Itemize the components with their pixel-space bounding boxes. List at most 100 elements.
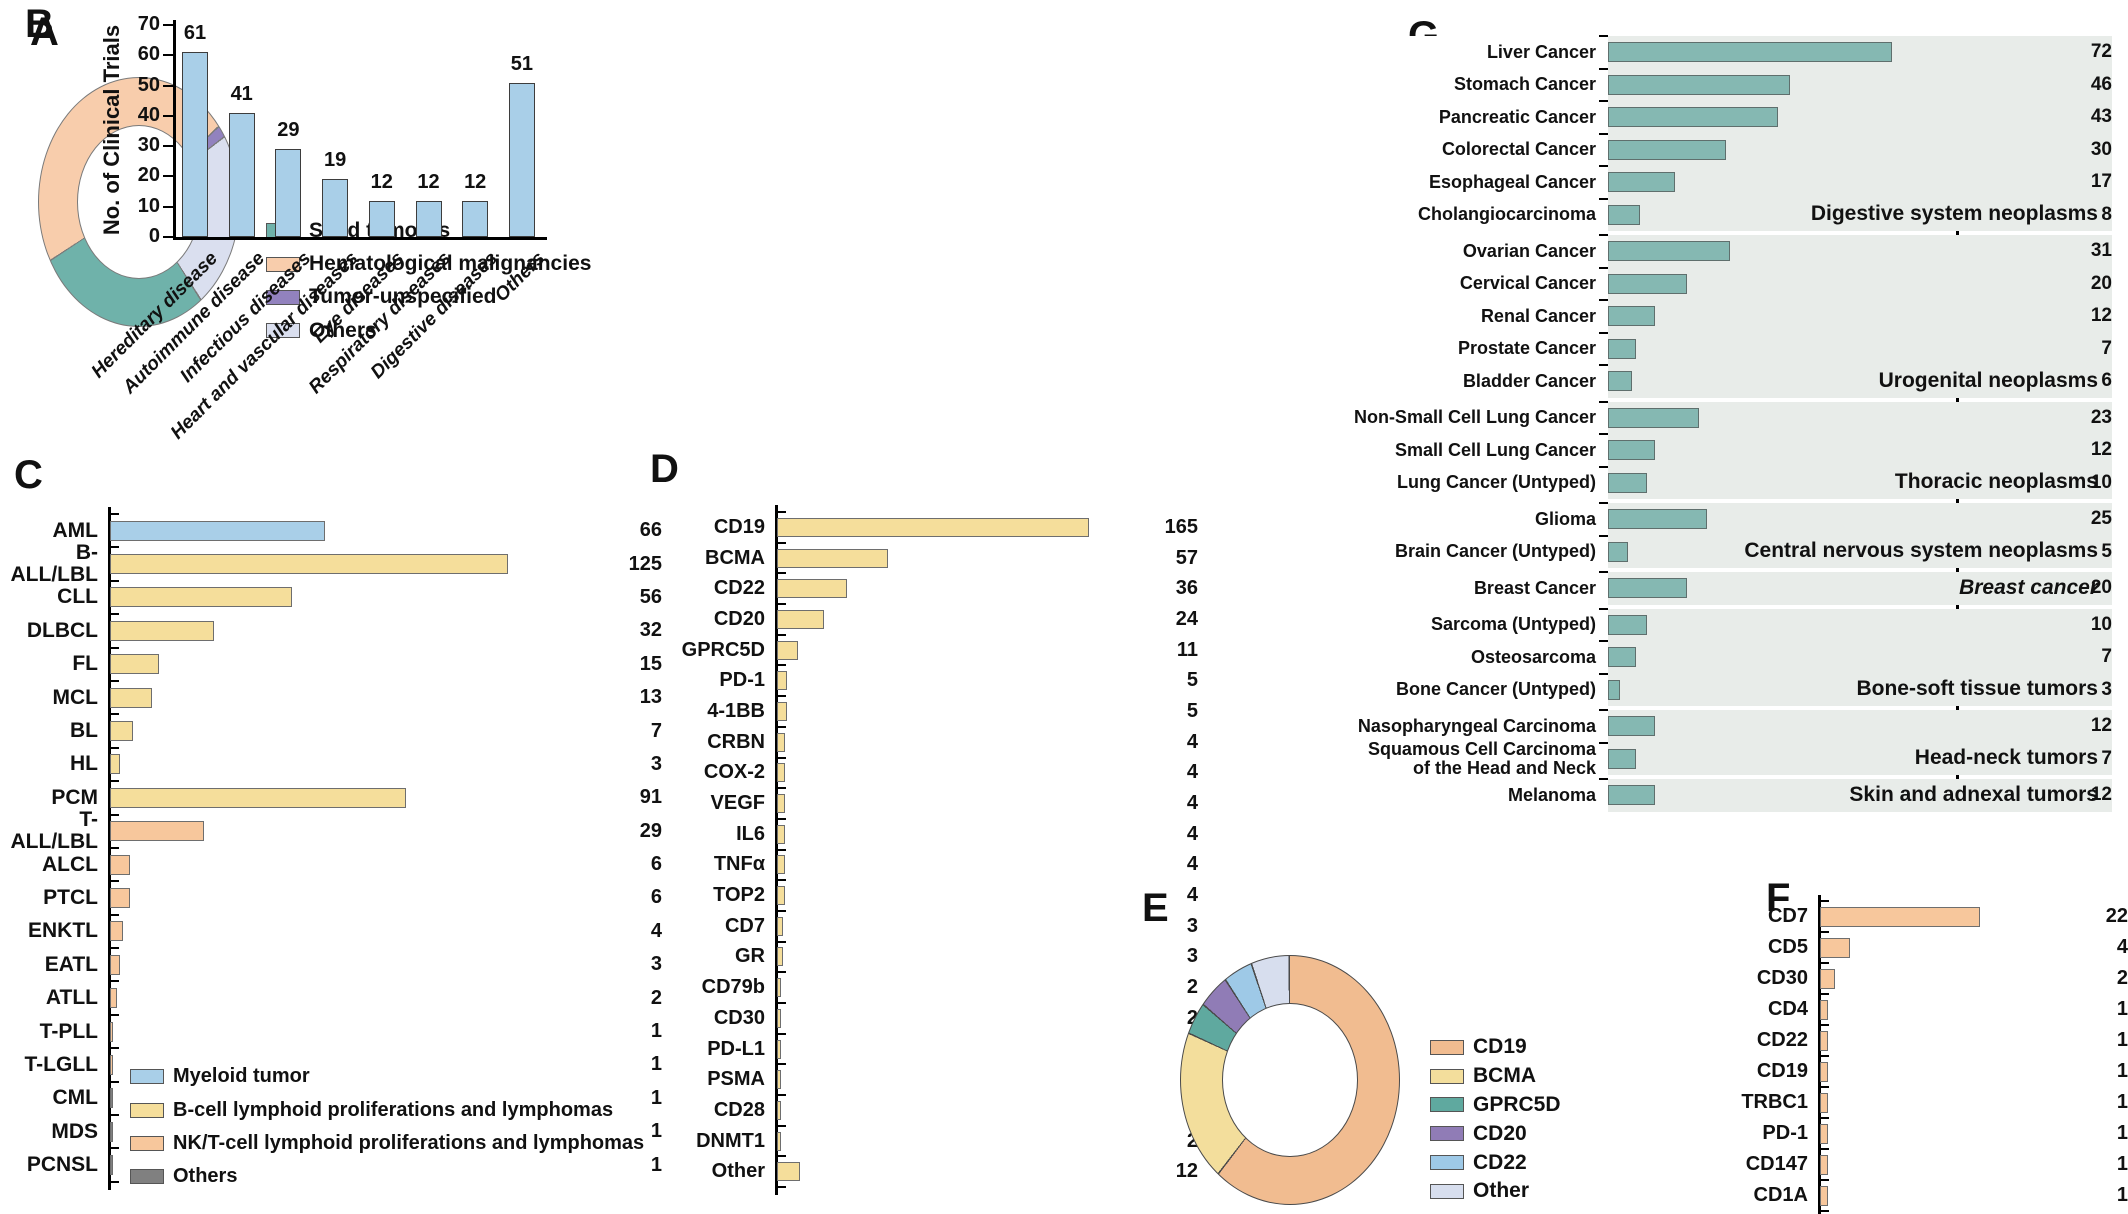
- b-all-lbl-bar: [110, 554, 509, 575]
- row-bar-area: [777, 572, 1167, 604]
- row-label: PCNSL: [26, 1153, 98, 1177]
- row-bar-area: [1599, 465, 2082, 500]
- chart-row: PCNSL 1: [0, 1147, 662, 1184]
- value-label: 1: [2116, 998, 2128, 1020]
- panel-f-letter: F: [1766, 876, 1791, 920]
- renal-cancer-bar: [1608, 306, 1656, 327]
- legend-item: Myeloid tumor: [130, 1060, 644, 1093]
- row-label: Lung Cancer (Untyped): [1396, 472, 1596, 493]
- row-bar-area: [110, 1047, 642, 1081]
- bl-bar: [110, 721, 134, 742]
- sarcoma-untyped--bar: [1608, 614, 1648, 635]
- row-label: Glioma: [1534, 508, 1596, 529]
- nasopharyngeal-carcinoma-bar: [1608, 716, 1656, 737]
- row-bar-area: [1598, 741, 2092, 776]
- infectious-diseases-bar: [275, 149, 302, 237]
- value-label: 4: [2116, 936, 2128, 958]
- value-label: 22: [2105, 905, 2128, 927]
- other-swatch: [1430, 1183, 1464, 1199]
- b-value-label: 12: [370, 170, 393, 193]
- value-label: 5: [1186, 699, 1198, 722]
- row-bar-area: [777, 541, 1167, 574]
- value-label: 12: [2090, 784, 2112, 806]
- value-label: 31: [2090, 240, 2112, 262]
- value-label: 1: [2116, 1029, 2128, 1051]
- value-label: 1: [2116, 1060, 2128, 1082]
- legend-item: NK/T-cell lymphoid proliferations and ly…: [130, 1127, 644, 1160]
- row-label: CD22: [1756, 1029, 1808, 1051]
- row-label: T-ALL/LBL: [10, 808, 98, 854]
- row-label: Small Cell Lung Cancer: [1394, 439, 1596, 460]
- b-tick-label: 20: [137, 164, 160, 187]
- legend-label: B-cell lymphoid proliferations and lymph…: [173, 1098, 614, 1121]
- b-value-label: 19: [323, 149, 347, 172]
- row-bar-area: [777, 1124, 1178, 1157]
- cd1a-bar: [1820, 1185, 1828, 1206]
- b-tick-mark: [163, 54, 173, 57]
- osteosarcoma-bar: [1608, 647, 1637, 668]
- melanoma-bar: [1608, 785, 1656, 806]
- row-bar-area: [1820, 1086, 2108, 1118]
- value-label: 1: [650, 1120, 662, 1143]
- row-bar-area: [1598, 640, 2092, 674]
- row-label: Other: [711, 1160, 765, 1183]
- legend-item: BCMA: [1430, 1062, 1561, 1091]
- row-bar-area: [1820, 1179, 2108, 1212]
- eatl-bar: [110, 954, 120, 975]
- cd5-bar: [1820, 937, 1851, 958]
- row-label: Sarcoma (Untyped): [1430, 614, 1596, 635]
- row-bar-area: [110, 646, 631, 681]
- row-bar-area: [1599, 433, 2082, 467]
- row-label: DLBCL: [26, 618, 98, 642]
- b-tick-label: 70: [137, 13, 160, 35]
- row-bar-area: [110, 813, 631, 848]
- row-label: PD-1: [719, 669, 765, 692]
- value-label: 1: [650, 1153, 662, 1176]
- cd19-bar: [1820, 1061, 1828, 1082]
- legend-item: Others: [266, 314, 591, 347]
- ovarian-cancer-bar: [1608, 241, 1731, 262]
- gprc5d-bar: [777, 640, 799, 660]
- value-label: 1: [650, 1020, 662, 1043]
- row-bar-area: [777, 909, 1178, 942]
- brain-cancer-untyped--bar: [1608, 541, 1629, 562]
- value-label: 11: [1176, 638, 1198, 661]
- heart-and-vascular-diseases-bar: [322, 179, 349, 237]
- row-label: Nasopharyngeal Carcinoma: [1357, 715, 1596, 736]
- cd22-bar: [1820, 1030, 1828, 1051]
- row-label: Cholangiocarcinoma: [1417, 204, 1596, 225]
- pancreatic-cancer-bar: [1608, 107, 1778, 128]
- chart-row: Brain Cancer (Untyped)5: [1350, 534, 2112, 569]
- row-label: Renal Cancer: [1480, 305, 1596, 326]
- bladder-cancer-bar: [1608, 371, 1633, 392]
- row-label: CD79b: [701, 976, 765, 999]
- chart-row: Squamous Cell Carcinoma of the Head and …: [1350, 739, 2112, 777]
- row-bar-area: [110, 613, 631, 647]
- row-bar-area: [110, 913, 642, 948]
- others-swatch: [266, 323, 300, 339]
- row-label: Cervical Cancer: [1459, 273, 1596, 294]
- value-label: 3: [2101, 678, 2112, 700]
